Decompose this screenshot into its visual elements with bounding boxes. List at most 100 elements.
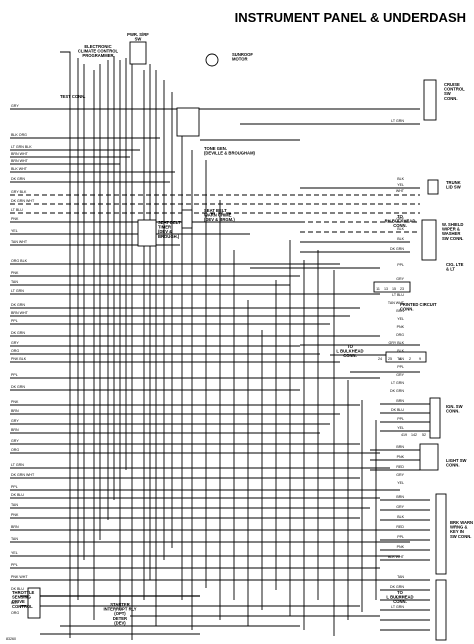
component-label-ign-sw: CONN. <box>446 409 460 414</box>
wire-label-right: DK BLU <box>391 408 404 412</box>
wire-label-left: TAN <box>11 280 18 284</box>
wire-label-right: PNK <box>397 545 405 549</box>
component-label-brk-wrng: WRNG & <box>450 525 467 530</box>
wire-label-left: GRY BLK <box>11 190 27 194</box>
wire-label-left: DK GRN <box>11 177 25 181</box>
wire-label-left: BRN <box>11 428 19 432</box>
wire-label-right: RED <box>396 465 404 469</box>
component-label-seat-belt-warn: (DEV & BRGM.) <box>204 217 235 222</box>
wire-network <box>10 51 430 640</box>
connector-shapes <box>27 41 447 641</box>
component-label-electronic-climate: CLIMATE CONTROL <box>78 49 119 54</box>
wire-label-right: GRY <box>396 473 404 477</box>
wire-label-right: TAN <box>397 575 404 579</box>
cavity-number: 25 <box>388 357 392 361</box>
component-label-starter: (DEV) <box>114 620 126 625</box>
wire-label-left: PPL <box>11 373 18 377</box>
cavity-number: 4 <box>399 357 401 361</box>
component-label-rh-bulkhead: CONN. <box>393 223 407 228</box>
wire-label-left: PNK <box>11 513 19 517</box>
component-label-l-bulkhead-bottom: CONN. <box>393 599 407 604</box>
component-label-l-bulkhead-mid: CONN. <box>343 353 357 358</box>
wire-label-right: BRN <box>396 445 404 449</box>
wire-label-right: YEL <box>397 481 404 485</box>
wire-label-right: BLK <box>397 177 404 181</box>
component-label-tone-gen: (DEVILLE & BROUGHAM) <box>204 151 256 156</box>
component-label-tone-gen: TONE GEN. <box>204 146 227 151</box>
component-label-l-bulkhead-bottom: L BULKHEAD <box>386 595 413 600</box>
wire-label-left: ORG BLK <box>11 259 28 263</box>
component-label-throttle: THROTTLE <box>12 590 35 595</box>
wire-label-left: LT GRN BLK <box>11 145 32 149</box>
component-label-light-sw: LIGHT SW <box>446 458 467 463</box>
wire-label-right: PPL <box>397 535 404 539</box>
cavity-number: 15 <box>392 287 396 291</box>
wire-label-right: LT GRN <box>391 605 404 609</box>
wire-label-left: PPL <box>11 319 18 323</box>
component-label-seat-belt: TIMER <box>158 225 171 230</box>
component-label-w-shield: WIPER & <box>442 227 460 232</box>
component-label-brk-wrng: SW CONN. <box>450 534 471 539</box>
wire-label-left: DK GRN WHT <box>11 199 35 203</box>
component-label-throttle: DRIVE <box>12 599 25 604</box>
component-label-pwr-sw: SW <box>135 37 142 42</box>
component-label-w-shield: WASHER <box>442 231 460 236</box>
wire-label-left: LT GRN <box>11 289 24 293</box>
wire-label-left: YEL <box>11 551 18 555</box>
component-label-starter: DETER <box>113 616 127 621</box>
wire-label-left: DK GRN <box>11 303 25 307</box>
wire-label-left: BRN WHT <box>11 159 29 163</box>
wire-label-left: GRY <box>11 419 19 423</box>
component-label-starter: (OPT) <box>114 611 126 616</box>
wire-label-right: BLK <box>397 237 404 241</box>
wire-label-right: LT GRN <box>391 381 404 385</box>
page-title: INSTRUMENT PANEL & UNDERDASH <box>235 10 466 25</box>
component-label-l-bulkhead-mid: L BULKHEAD <box>336 349 363 354</box>
wire-label-left: PPL <box>11 563 18 567</box>
component-label-test-conn: TEST CONN. <box>60 94 85 99</box>
component-label-w-shield: W. SHIELD <box>442 222 463 227</box>
component-label-trunk: TRUNK <box>446 180 461 185</box>
component-label-rh-bulkhead: RH BULKHEAD <box>385 219 416 224</box>
wire-label-right: BRN <box>396 495 404 499</box>
wire-label-right: ORG <box>396 595 404 599</box>
component-label-electronic-climate: ELECTRONIC <box>84 44 111 49</box>
wire-label-right: LT GRN <box>391 119 404 123</box>
wire-label-left: ORG <box>11 448 19 452</box>
wire-label-right: DK GRN <box>390 247 404 251</box>
component-label-seat-belt: SEAT BELT <box>158 220 181 225</box>
component-label-sunroof: MOTOR <box>232 57 248 62</box>
wire-label-right: GRY <box>396 217 404 221</box>
wire-label-left: BRN <box>11 409 19 413</box>
component-label-brk-wrng: BRK WARN <box>450 520 473 525</box>
wire-label-left: TAN <box>11 537 18 541</box>
wire-label-right: BLK WHT <box>388 555 405 559</box>
component-label-seat-belt: (DEV & <box>158 229 172 234</box>
cavity-number: 419 <box>401 433 407 437</box>
wire-label-right: ORG <box>396 333 404 337</box>
wire-label-left: LT GRN <box>11 463 24 467</box>
wire-label-left: DK GRN WHT <box>11 473 35 477</box>
wire-label-left: PNK BLK <box>11 357 27 361</box>
component-label-sunroof: SUNROOF <box>232 52 253 57</box>
wire-label-left: GRY <box>11 104 19 108</box>
component-label-brk-wrng: KEY IN <box>450 529 464 534</box>
wire-label-left: YEL <box>11 229 18 233</box>
wire-label-right: BLK <box>397 227 404 231</box>
component-label-starter: INTERRUPT RLY <box>103 607 136 612</box>
wire-label-right: PNK <box>397 455 405 459</box>
wire-label-right: BLK <box>397 349 404 353</box>
component-label-cruise: SW <box>444 91 451 96</box>
component-label-pwr-sw: PWR. S/RF <box>127 32 149 37</box>
wire-label-right: GRY BLK <box>389 341 405 345</box>
component-label-seat-belt-warn: SEAT BELT <box>204 208 227 213</box>
wire-label-left: ORG <box>11 611 19 615</box>
wire-label-left: PNK WHT <box>11 575 28 579</box>
wire-label-left: LT BLU <box>11 208 23 212</box>
component-label-seat-belt-warn: WARN CHIME <box>204 213 232 218</box>
wire-label-right: BRN <box>396 399 404 403</box>
cavity-number: 23 <box>400 287 404 291</box>
component-label-cig-lte: CIG. LTE <box>446 262 464 267</box>
component-label-starter: STARTER <box>110 602 129 607</box>
component-label-w-shield: SW CONN. <box>442 236 463 241</box>
